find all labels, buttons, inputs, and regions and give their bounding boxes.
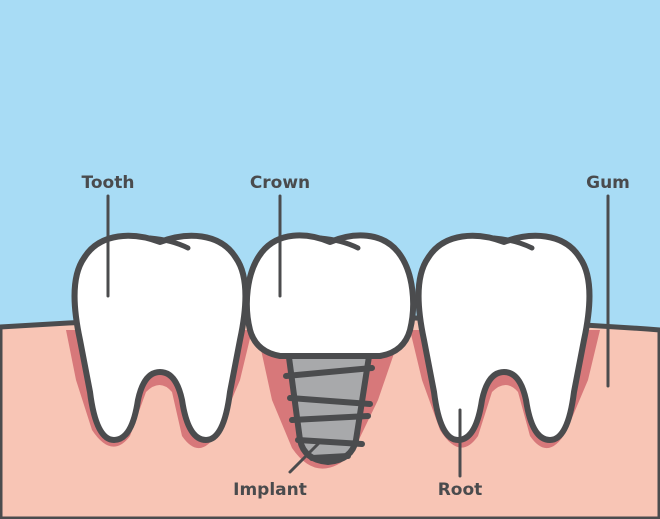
crown-groove [317,235,361,251]
tooth-right [415,232,593,443]
implant-leader-line [288,442,320,474]
tooth-left-groove [147,235,191,251]
implant-label: Implant [233,480,307,500]
tooth-right-groove [491,235,535,251]
implant-threads [283,365,375,461]
crown [243,232,417,359]
tooth-left [71,232,249,443]
crown-label: Crown [250,173,310,193]
tooth-label: Tooth [82,173,135,193]
gum-label: Gum [586,173,630,193]
root-label: Root [438,480,483,500]
